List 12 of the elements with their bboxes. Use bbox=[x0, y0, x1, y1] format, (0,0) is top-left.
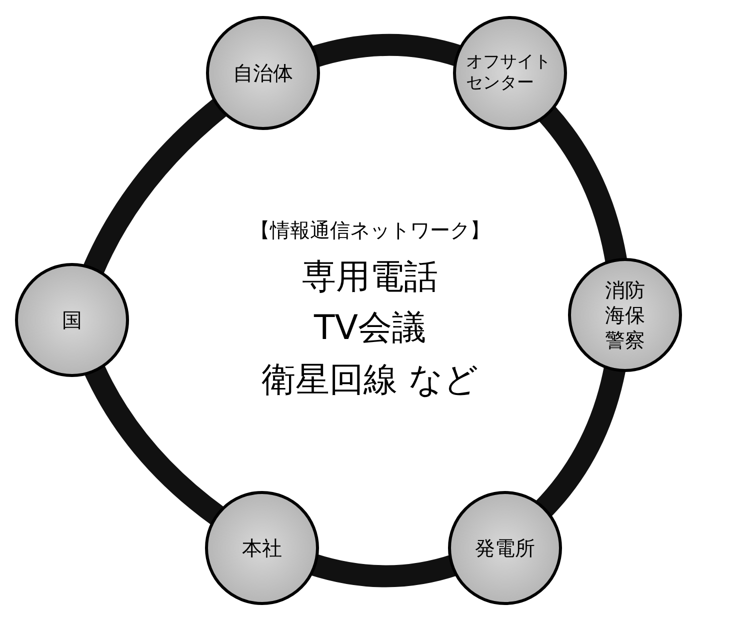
network-heading: 【情報通信ネットワーク】 bbox=[250, 217, 490, 244]
node-label: 警察 bbox=[605, 328, 645, 352]
node-label: オフサイトセンター bbox=[466, 52, 552, 94]
node-label: 発電所 bbox=[475, 536, 535, 560]
node-label: 海保 bbox=[605, 302, 645, 328]
node-label: 国 bbox=[62, 308, 82, 332]
network-item: TV会議 bbox=[314, 310, 426, 348]
network-item: 専用電話 bbox=[302, 259, 438, 296]
node-label: 自治体 bbox=[233, 60, 293, 86]
network-item: 衛星回線 など bbox=[262, 362, 478, 400]
node-label: 消防 bbox=[605, 278, 645, 302]
node-label: 本社 bbox=[242, 536, 282, 560]
